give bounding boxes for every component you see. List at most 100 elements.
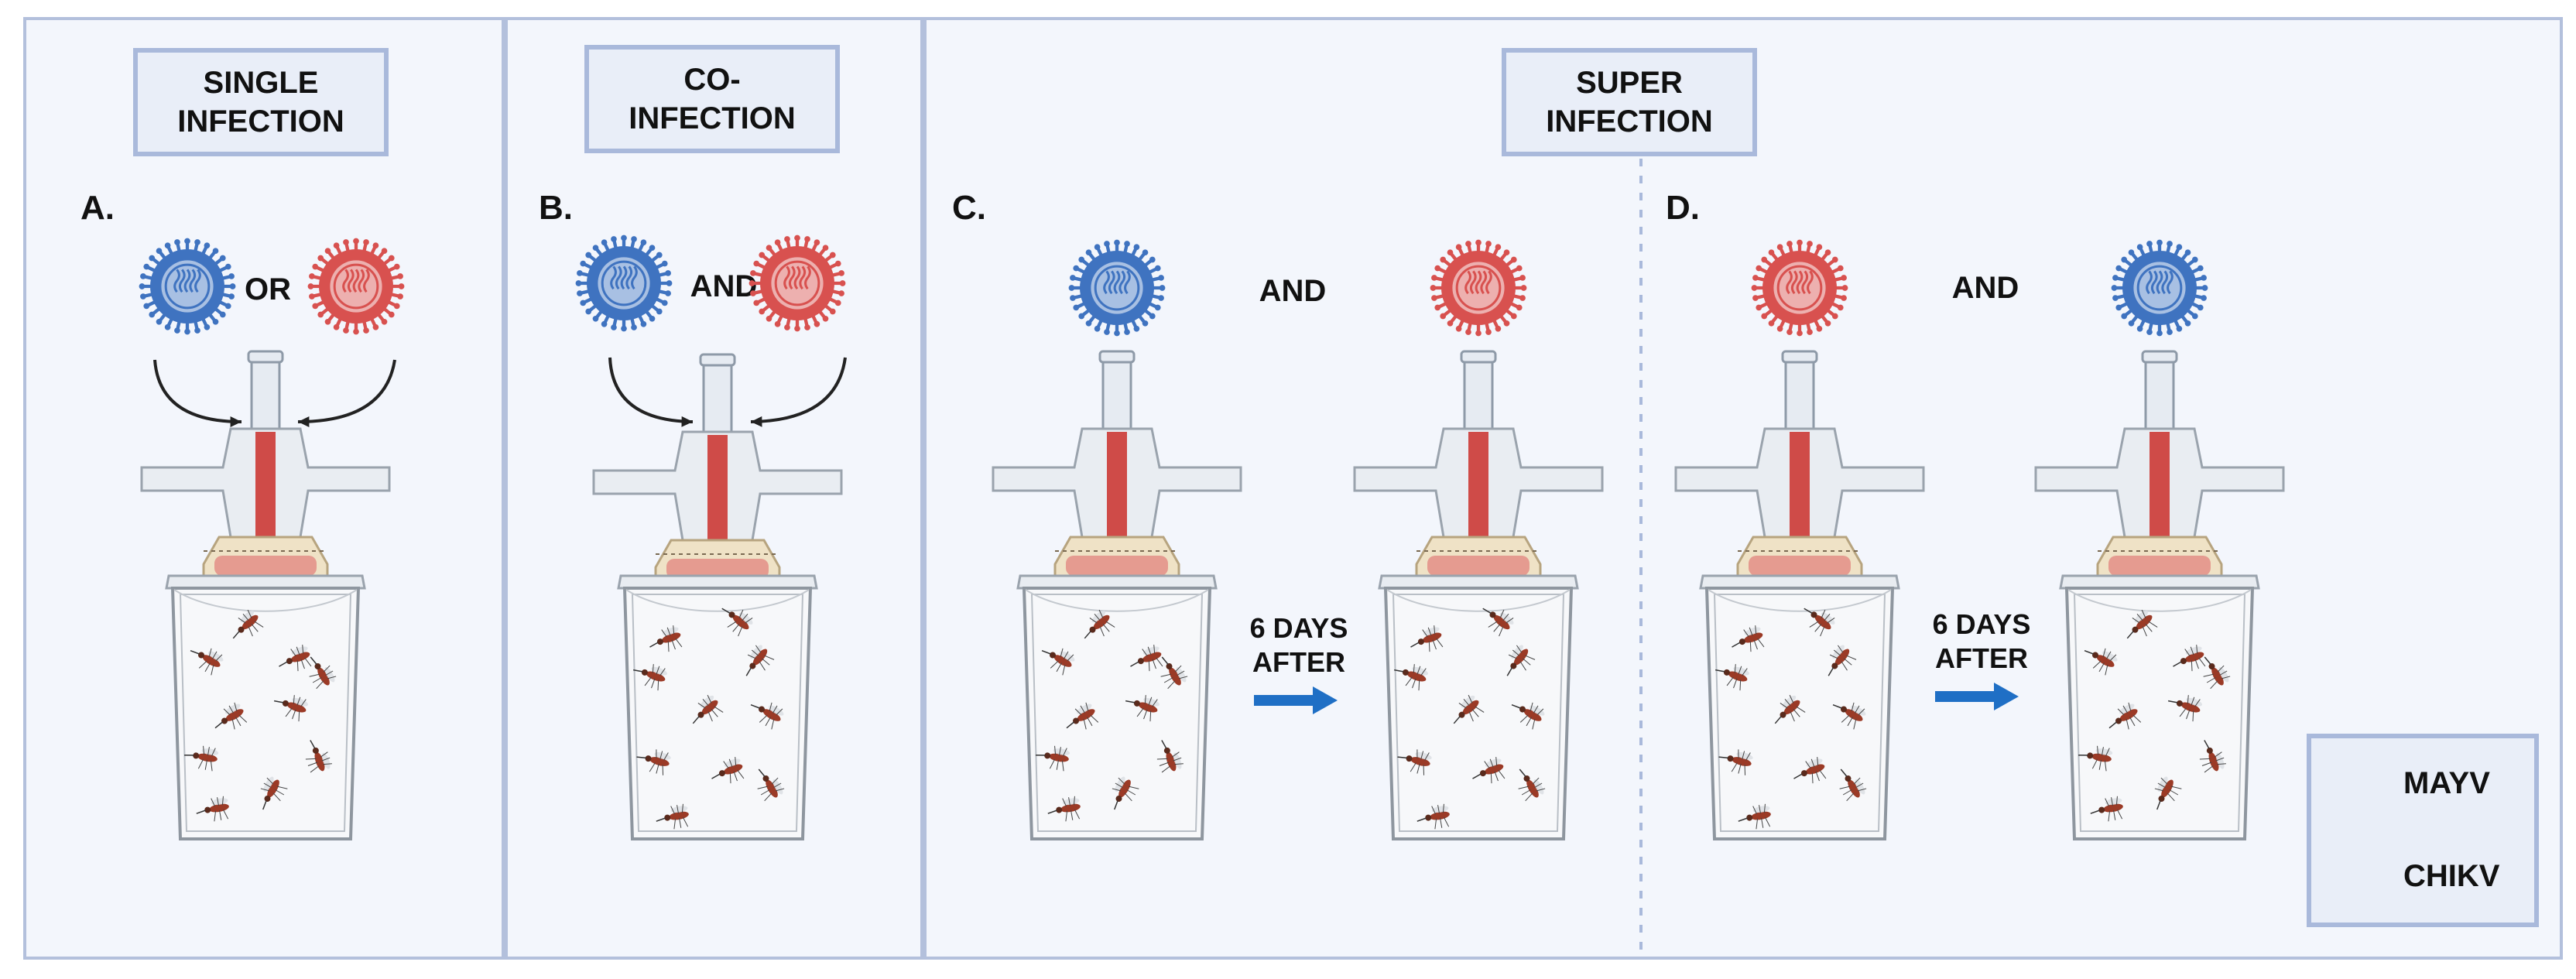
mosquito <box>2173 645 2206 672</box>
membrane-feeder-c2 <box>1353 350 1604 585</box>
panel-label-a: A. <box>80 189 115 227</box>
chikv-virus-icon-c <box>1430 239 1527 337</box>
header-super-infection: SUPER INFECTION <box>1502 48 1757 156</box>
arrow-right-a <box>297 359 396 427</box>
mosquito <box>2154 776 2182 810</box>
mosquito <box>1397 749 1432 775</box>
mosquito <box>1738 803 1771 830</box>
legend <box>2307 734 2539 927</box>
mosquito <box>1718 749 1753 775</box>
mosquito <box>1472 757 1506 784</box>
panel-label-d: D. <box>1666 189 1700 227</box>
mosquito-cup-d2 <box>2059 574 2260 840</box>
mayv-virus-icon-b <box>575 234 673 332</box>
mosquito <box>711 757 745 784</box>
chikv-virus-icon-b <box>748 234 846 332</box>
mosquito <box>214 702 248 730</box>
mosquito <box>1506 645 1536 676</box>
mayv-virus-icon-d <box>2111 239 2208 337</box>
mosquito <box>656 803 689 830</box>
mosquito <box>1774 694 1806 724</box>
mosquito <box>2126 609 2158 639</box>
mosquito <box>2078 745 2113 772</box>
mosquito <box>1416 803 1450 830</box>
mosquito <box>2084 648 2118 676</box>
mosquito <box>1804 608 1835 637</box>
mosquito <box>2199 740 2226 773</box>
mosquito <box>2090 796 2123 822</box>
mosquito <box>232 609 264 639</box>
mosquito <box>1518 768 1546 802</box>
mosquito <box>184 745 219 772</box>
mosquito <box>279 645 312 672</box>
mosquito <box>1793 757 1827 784</box>
mosquito <box>649 625 683 652</box>
header-single-infection: SINGLE INFECTION <box>133 48 389 156</box>
mosquito <box>757 768 785 802</box>
membrane-feeder-d2 <box>2034 350 2285 585</box>
connector-and-d: AND <box>1951 271 2019 305</box>
mosquito <box>309 656 337 690</box>
mosquito <box>1047 796 1081 822</box>
legend-label-mayv: MAYV <box>2403 766 2490 800</box>
mosquito <box>1511 702 1545 730</box>
mosquito <box>1828 645 1857 676</box>
mosquito-cup-a <box>165 574 366 840</box>
delay-label-d: 6 DAYS AFTER <box>1932 608 2031 674</box>
membrane-feeder-d1 <box>1674 350 1925 585</box>
mosquito <box>190 648 224 676</box>
mosquito-cup-c1 <box>1016 574 1218 840</box>
mosquito <box>721 608 753 637</box>
membrane-feeder-a <box>140 350 391 585</box>
mosquito <box>1156 740 1184 773</box>
mayv-virus-icon-a <box>139 238 236 335</box>
membrane-feeder-b <box>592 353 843 588</box>
mosquito <box>1832 702 1866 730</box>
connector-and-b: AND <box>690 269 758 303</box>
panel-label-b: B. <box>539 189 573 227</box>
mosquito <box>260 776 288 810</box>
panel-label-c: C. <box>952 189 986 227</box>
mosquito <box>692 694 724 724</box>
mosquito <box>305 740 332 773</box>
mosquito-cup-c2 <box>1378 574 1579 840</box>
mosquito <box>1160 656 1188 690</box>
mosquito <box>632 664 668 691</box>
connector-or: OR <box>245 272 291 306</box>
mosquito <box>1393 664 1429 691</box>
mosquito <box>2167 695 2203 722</box>
membrane-feeder-c1 <box>992 350 1242 585</box>
arrow-left-a <box>153 359 242 427</box>
mosquito <box>1839 768 1867 802</box>
chikv-virus-icon-d <box>1751 239 1848 337</box>
header-co-infection: CO- INFECTION <box>584 45 840 153</box>
chikv-virus-icon-a <box>307 238 405 335</box>
connector-and-c: AND <box>1259 274 1327 308</box>
mosquito <box>1482 608 1514 637</box>
delay-arrow-d <box>1935 683 2019 710</box>
mosquito <box>1714 664 1750 691</box>
mosquito <box>196 796 229 822</box>
mosquito <box>1410 625 1444 652</box>
mosquito <box>1041 648 1075 676</box>
mosquito <box>2203 656 2231 690</box>
mosquito <box>750 702 784 730</box>
mosquito <box>1453 694 1485 724</box>
mosquito <box>1084 609 1115 639</box>
mayv-virus-icon-c <box>1068 239 1166 337</box>
mosquito <box>1066 702 1099 730</box>
mosquito <box>1036 745 1070 772</box>
legend-label-chikv: CHIKV <box>2403 859 2500 893</box>
mosquito <box>1125 695 1160 722</box>
mosquito <box>273 695 309 722</box>
mosquito-cup-d1 <box>1699 574 1900 840</box>
mosquito <box>745 645 775 676</box>
mosquito <box>1112 776 1139 810</box>
mosquito <box>1130 645 1163 672</box>
mosquito <box>636 749 671 775</box>
arrow-right-b <box>750 357 847 427</box>
mosquito <box>2108 702 2142 730</box>
